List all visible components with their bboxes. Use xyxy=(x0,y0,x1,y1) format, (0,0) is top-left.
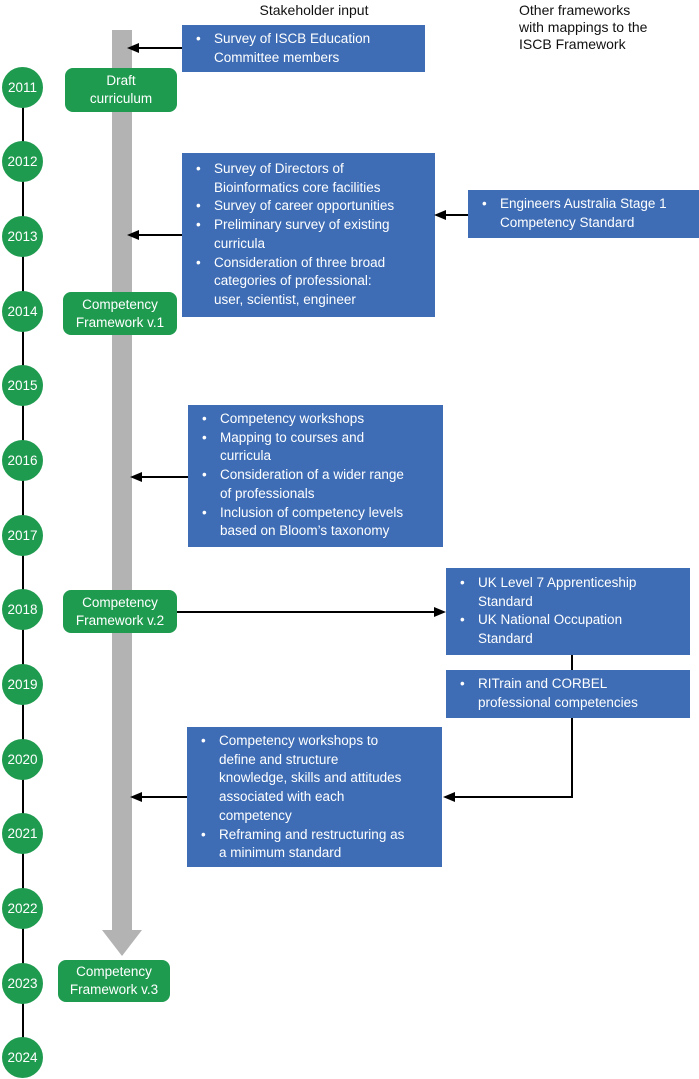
bullet-text: Preliminary survey of existing curricula xyxy=(214,217,390,251)
arrow-v2-to-uk-standards xyxy=(177,611,434,613)
connector-ritrain-down xyxy=(571,718,573,798)
bullet-item: • Engineers Australia Stage 1 Competency … xyxy=(482,195,691,232)
arrow-box2013-to-timeline xyxy=(139,234,182,236)
arrow-left-head-icon xyxy=(127,230,139,240)
framework-box-engineers-australia: • Engineers Australia Stage 1 Competency … xyxy=(468,190,699,238)
bullet-item: • Survey of career opportunities xyxy=(196,197,427,216)
bullet-item: • Competency workshops xyxy=(202,410,435,429)
bullet-icon: • xyxy=(482,196,487,211)
bullet-icon: • xyxy=(201,826,206,842)
bullet-item: • Survey of ISCB Education Committee memb… xyxy=(196,30,417,67)
other-frameworks-header: Other frameworks with mappings to the IS… xyxy=(519,2,648,52)
arrow-box2020-to-timeline xyxy=(142,796,187,798)
timeline-year-2016: 2016 xyxy=(2,439,43,481)
timeline-connector-line xyxy=(22,87,24,1058)
bullet-text: Survey of ISCB Education Committee membe… xyxy=(214,31,371,65)
bullet-item: • Preliminary survey of existing curricul… xyxy=(196,216,427,253)
arrow-left-head-icon xyxy=(443,792,455,802)
bullet-icon: • xyxy=(196,254,201,270)
bullet-icon: • xyxy=(460,676,465,691)
framework-box-uk-standards: • UK Level 7 Apprenticeship Standard • UK N… xyxy=(446,568,690,655)
arrow-box2011-to-timeline xyxy=(139,47,182,49)
timeline-year-2014: 2014 xyxy=(2,290,43,332)
bullet-item: • Consideration of a wider range of profe… xyxy=(202,466,435,503)
milestone-competency-framework-v3: Competency Framework v.3 xyxy=(58,960,170,1002)
bullet-text: Consideration of three broad categories … xyxy=(214,254,386,307)
timeline-year-2015: 2015 xyxy=(2,365,43,407)
gray-timeline-arrow-shaft xyxy=(112,30,132,930)
stakeholder-box-2020: • Competency workshops to define and stru… xyxy=(187,727,442,867)
timeline-year-2011: 2011 xyxy=(2,66,43,108)
timeline-year-2023: 2023 xyxy=(2,962,43,1004)
bullet-icon: • xyxy=(196,198,201,214)
gray-timeline-arrow-head-icon xyxy=(102,930,142,956)
bullet-text: Inclusion of competency levels based on … xyxy=(220,504,404,539)
milestone-competency-framework-v2: Competency Framework v.2 xyxy=(63,590,177,633)
bullet-item: • Reframing and restructuring as a minimu… xyxy=(201,826,434,863)
bullet-icon: • xyxy=(460,575,465,590)
bullet-text: Reframing and restructuring as a minimum… xyxy=(219,826,405,861)
bullet-item: • RITrain and CORBEL professional compete… xyxy=(460,675,682,712)
stakeholder-box-2016: • Competency workshops • Mapping to courses… xyxy=(188,405,443,547)
bullet-text: Mapping to courses and curricula xyxy=(220,429,365,464)
bullet-icon: • xyxy=(202,504,207,520)
bullet-item: • Competency workshops to define and stru… xyxy=(201,732,434,826)
milestone-draft-curriculum: Draft curriculum xyxy=(65,68,177,112)
timeline-year-2013: 2013 xyxy=(2,215,43,257)
bullet-icon: • xyxy=(196,31,201,46)
bullet-item: • UK National Occupation Standard xyxy=(460,611,682,648)
bullet-icon: • xyxy=(202,411,207,426)
timeline-year-2020: 2020 xyxy=(2,738,43,780)
arrow-left-head-icon xyxy=(130,472,142,482)
stakeholder-box-2011: • Survey of ISCB Education Committee memb… xyxy=(182,25,425,72)
milestone-competency-framework-v1: Competency Framework v.1 xyxy=(63,292,177,335)
bullet-text: Consideration of a wider range of profes… xyxy=(220,467,404,501)
bullet-text: Survey of career opportunities xyxy=(214,198,395,214)
bullet-icon: • xyxy=(201,733,206,748)
timeline-year-2017: 2017 xyxy=(2,514,43,556)
bullet-text: Survey of Directors of Bioinformatics co… xyxy=(214,161,381,195)
bullet-item: • UK Level 7 Apprenticeship Standard xyxy=(460,574,682,611)
bullet-icon: • xyxy=(196,217,201,233)
timeline-year-2018: 2018 xyxy=(2,589,43,631)
stakeholder-box-2013: • Survey of Directors of Bioinformatics c… xyxy=(182,153,435,317)
bullet-item: • Consideration of three broad categories… xyxy=(196,254,427,310)
bullet-item: • Mapping to courses and curricula xyxy=(202,429,435,466)
bullet-icon: • xyxy=(460,612,465,628)
bullet-text: Competency workshops xyxy=(220,411,365,426)
bullet-item: • Inclusion of competency levels based on… xyxy=(202,504,435,541)
timeline-year-2012: 2012 xyxy=(2,141,43,183)
timeline-year-2022: 2022 xyxy=(2,888,43,930)
timeline-year-2021: 2021 xyxy=(2,813,43,855)
arrow-left-head-icon xyxy=(434,210,446,220)
framework-box-ritrain-corbel: • RITrain and CORBEL professional compete… xyxy=(446,670,690,718)
stakeholder-input-header: Stakeholder input xyxy=(259,2,369,18)
arrow-ritrain-to-box2020 xyxy=(455,796,572,798)
arrow-right-head-icon xyxy=(434,607,446,617)
connector-uk-to-ritrain xyxy=(571,655,573,670)
timeline-year-2019: 2019 xyxy=(2,664,43,706)
bullet-icon: • xyxy=(202,429,207,445)
bullet-item: • Survey of Directors of Bioinformatics c… xyxy=(196,160,427,197)
bullet-text: UK Level 7 Apprenticeship Standard xyxy=(478,575,637,609)
bullet-text: RITrain and CORBEL professional competen… xyxy=(478,676,638,710)
arrow-engineers-to-box2013 xyxy=(446,214,468,216)
bullet-text: Competency workshops to define and struc… xyxy=(219,733,402,823)
timeline-year-2024: 2024 xyxy=(2,1037,43,1079)
arrow-box2016-to-timeline xyxy=(142,476,188,478)
arrow-left-head-icon xyxy=(127,43,139,53)
arrow-left-head-icon xyxy=(130,792,142,802)
bullet-icon: • xyxy=(196,161,201,176)
bullet-text: UK National Occupation Standard xyxy=(478,612,623,647)
bullet-text: Engineers Australia Stage 1 Competency S… xyxy=(500,196,667,230)
bullet-icon: • xyxy=(202,467,207,483)
